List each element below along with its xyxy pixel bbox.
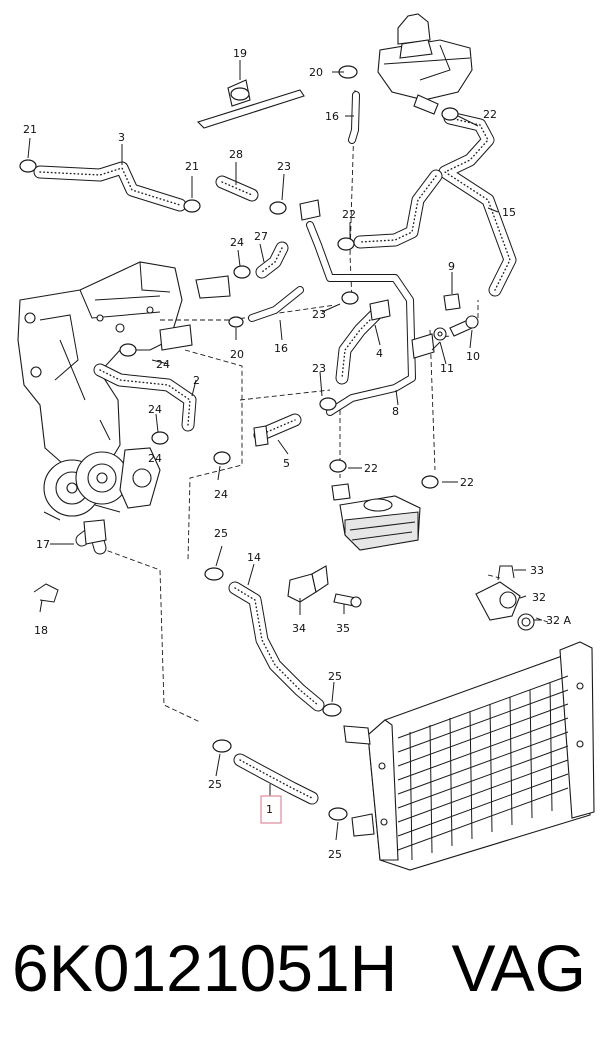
callout-9[interactable]: 9 <box>448 260 455 273</box>
callout-23-upper[interactable]: 23 <box>277 160 291 173</box>
callout-20-upper[interactable]: 20 <box>309 66 323 79</box>
callout-18[interactable]: 18 <box>34 624 48 637</box>
callout-35[interactable]: 35 <box>336 622 350 635</box>
engine-block <box>17 261 183 521</box>
callout-33[interactable]: 33 <box>530 564 544 577</box>
callout-5[interactable]: 5 <box>283 457 290 470</box>
callout-24-top[interactable]: 24 <box>230 236 244 249</box>
callout-11[interactable]: 11 <box>440 362 454 375</box>
callout-24-lower[interactable]: 24 <box>214 488 228 501</box>
callout-labels: 1 2 3 4 5 8 9 10 11 14 15 16 16 17 18 19… <box>23 47 571 861</box>
callout-20-lower[interactable]: 20 <box>230 348 244 361</box>
callout-14[interactable]: 14 <box>247 551 261 564</box>
expansion-tank <box>377 13 473 115</box>
coolant-system-exploded-diagram: 1 2 3 4 5 8 9 10 11 14 15 16 16 17 18 19… <box>17 13 595 871</box>
callout-32[interactable]: 32 <box>532 591 546 604</box>
callout-1[interactable]: 1 <box>266 803 273 816</box>
callout-24-mid[interactable]: 24 <box>148 403 162 416</box>
callout-23-lower[interactable]: 23 <box>312 362 326 375</box>
callout-15[interactable]: 15 <box>502 206 516 219</box>
brand-name: VAG <box>451 931 586 1005</box>
callout-34[interactable]: 34 <box>292 622 306 635</box>
callout-17[interactable]: 17 <box>36 538 50 551</box>
clamps-and-fittings <box>19 65 535 821</box>
oil-cooler <box>331 483 421 551</box>
callout-19[interactable]: 19 <box>233 47 247 60</box>
callout-21-mid[interactable]: 21 <box>185 160 199 173</box>
callout-10[interactable]: 10 <box>466 350 480 363</box>
callout-3[interactable]: 3 <box>118 131 125 144</box>
part-1-highlight <box>260 795 282 824</box>
callout-16-lower[interactable]: 16 <box>274 342 288 355</box>
callout-25-bottom[interactable]: 25 <box>328 848 342 861</box>
callout-27[interactable]: 27 <box>254 230 268 243</box>
callout-22-mid[interactable]: 22 <box>342 208 356 221</box>
callout-4[interactable]: 4 <box>376 347 383 360</box>
callout-23-mid[interactable]: 23 <box>312 308 326 321</box>
part-number: 6K0121051H <box>12 931 398 1005</box>
callout-21-left[interactable]: 21 <box>23 123 37 136</box>
callout-2[interactable]: 2 <box>193 374 200 387</box>
callout-25-right[interactable]: 25 <box>328 670 342 683</box>
callout-32a[interactable]: 32 A <box>546 614 571 627</box>
callout-24-left[interactable]: 24 <box>156 358 170 371</box>
callout-24-extra[interactable]: 24 <box>148 452 162 465</box>
callout-22-right[interactable]: 22 <box>460 476 474 489</box>
radiator <box>343 641 595 871</box>
callout-25-left[interactable]: 25 <box>208 778 222 791</box>
callout-8[interactable]: 8 <box>392 405 399 418</box>
callout-28[interactable]: 28 <box>229 148 243 161</box>
leader-lines <box>27 60 542 841</box>
callout-16-upper[interactable]: 16 <box>325 110 339 123</box>
callout-25-upper[interactable]: 25 <box>214 527 228 540</box>
caption-bar: 6K0121051H VAG <box>0 918 600 1018</box>
callout-22-cooler[interactable]: 22 <box>364 462 378 475</box>
callout-22-tank[interactable]: 22 <box>483 108 497 121</box>
